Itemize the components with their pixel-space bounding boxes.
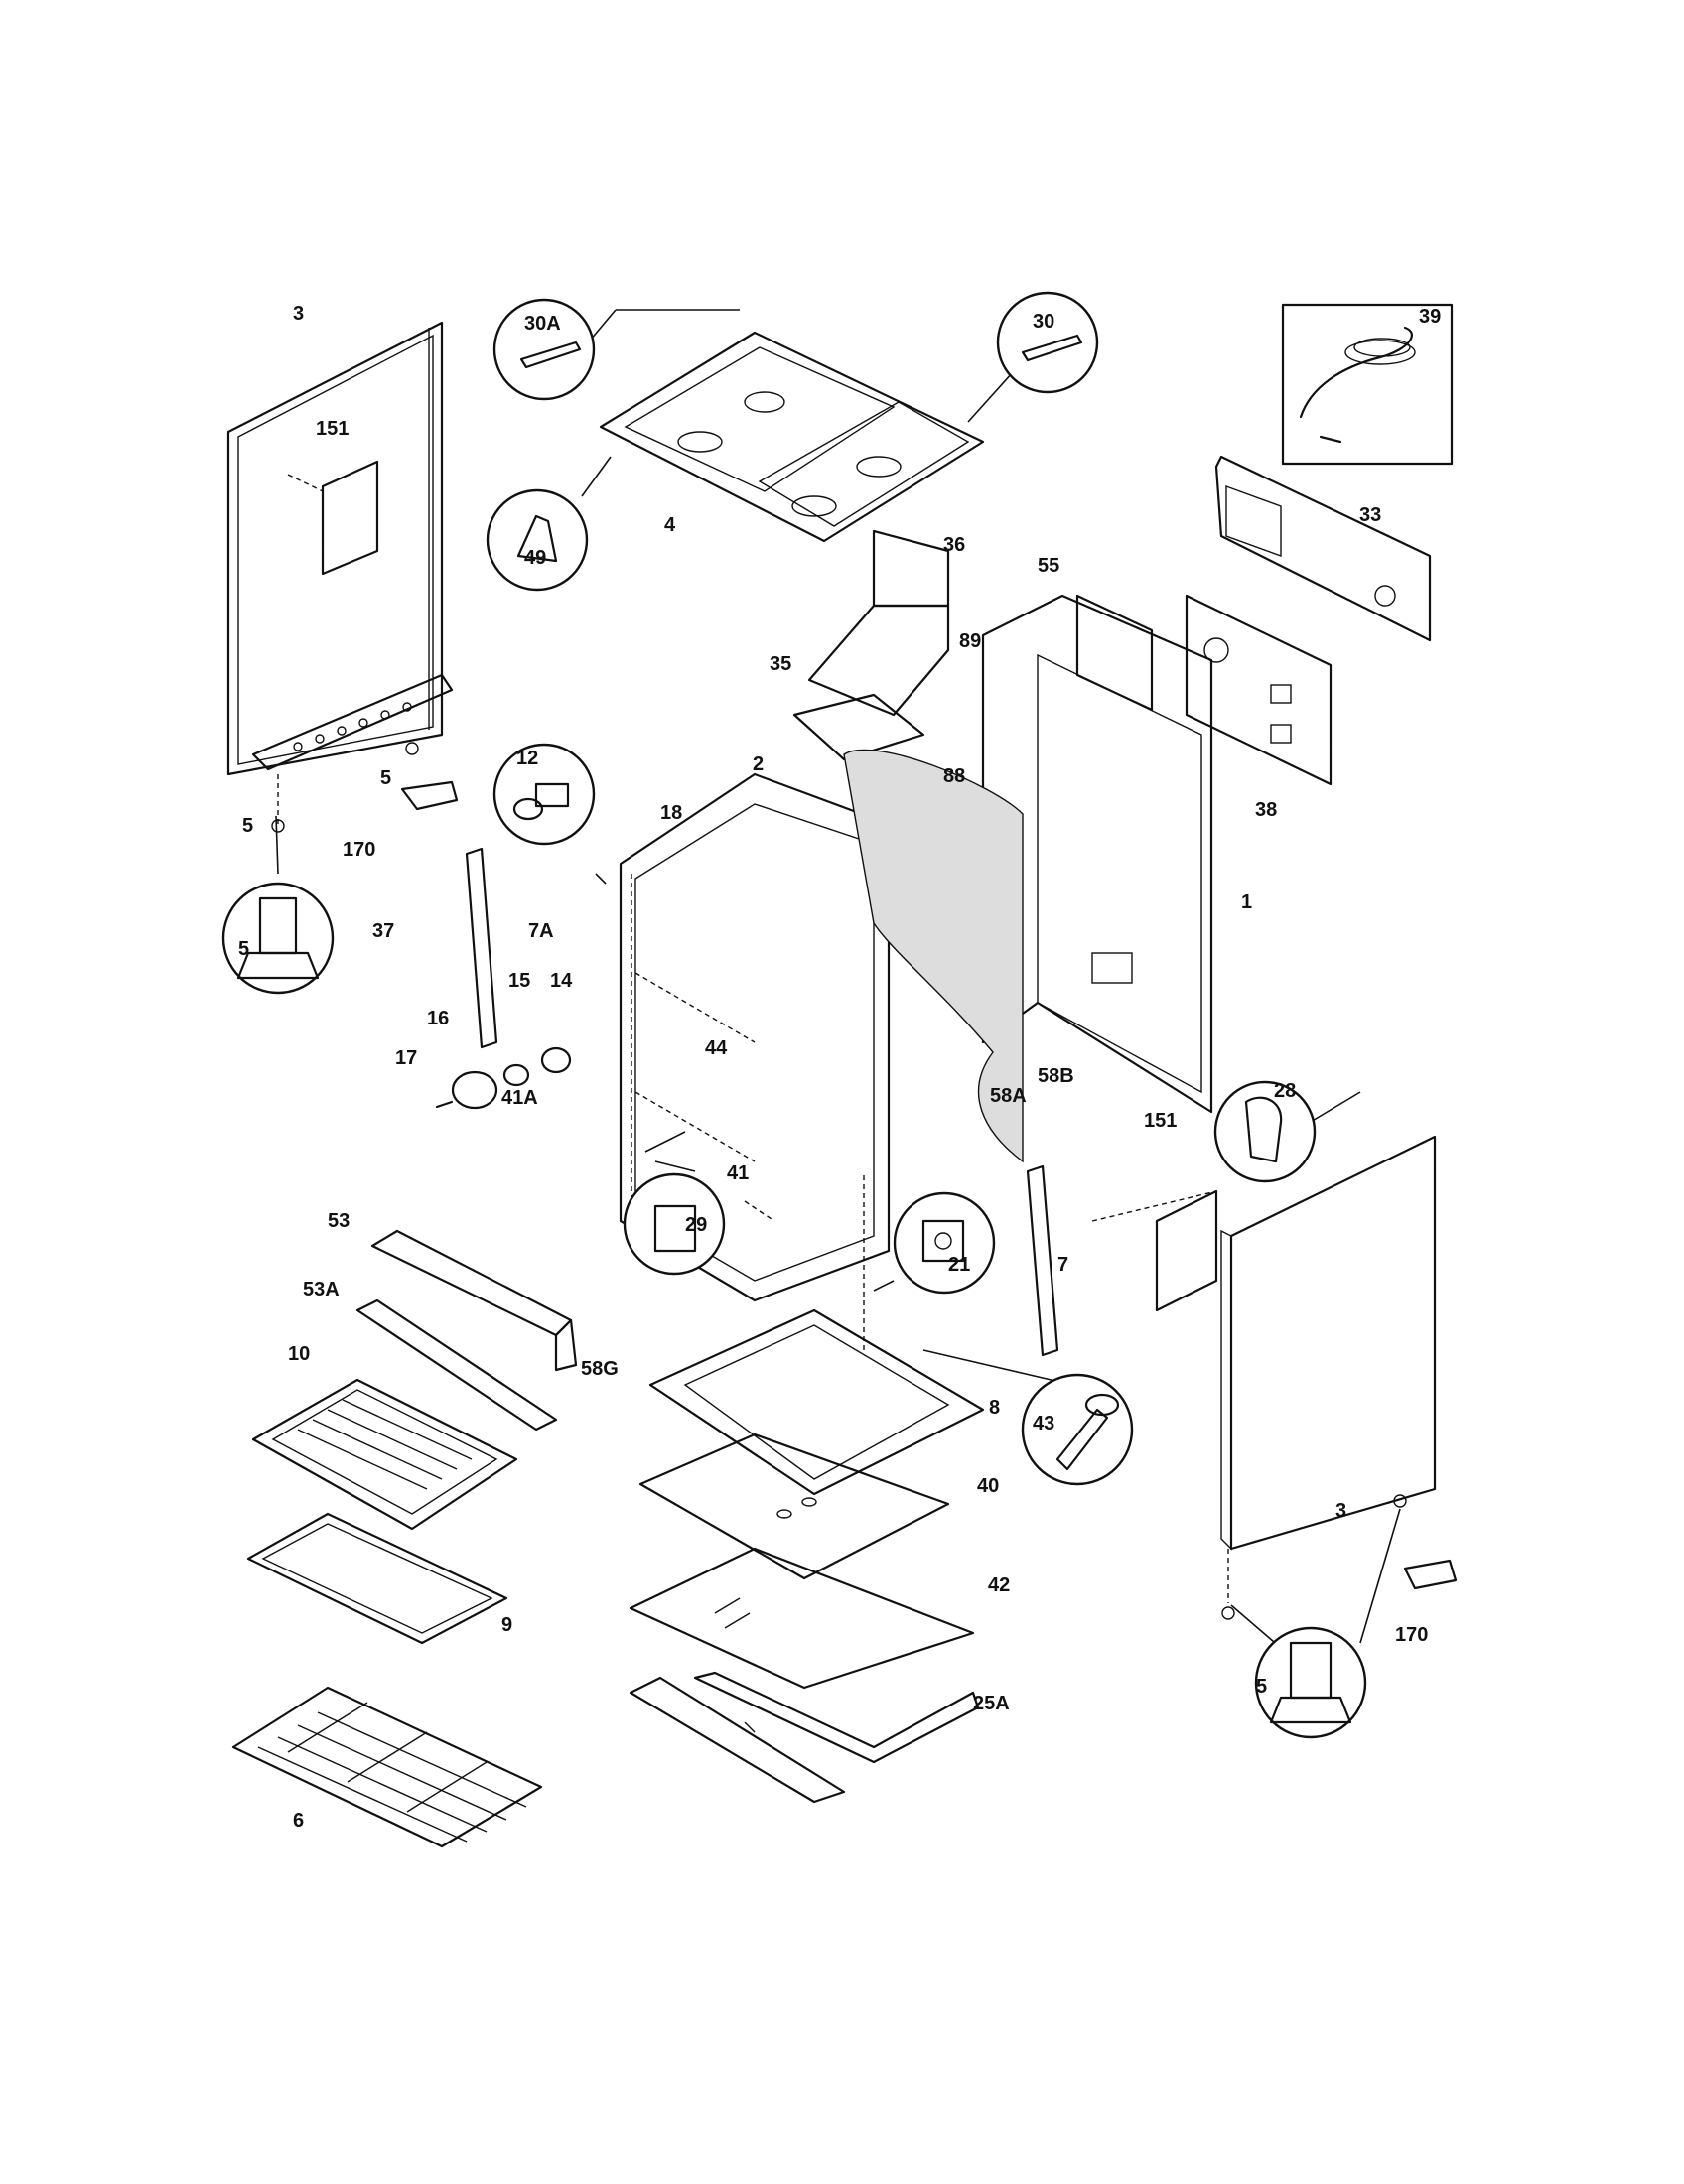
shield-40: [638, 1433, 950, 1580]
left-panel-bracket-151: [287, 460, 379, 576]
drawer-glide-25A: [629, 1671, 980, 1804]
callout-29: [623, 1172, 726, 1276]
insulation-58A-58B: [843, 749, 1024, 1163]
label-41A: 41A: [501, 1087, 538, 1109]
oven-lamp-assembly: [435, 1046, 572, 1110]
rear-panel-1: [981, 594, 1213, 1114]
label-40: 40: [977, 1475, 999, 1497]
label-53A: 53A: [303, 1279, 340, 1300]
label-2: 2: [753, 753, 764, 775]
label-3: 3: [1335, 1500, 1346, 1522]
label-170: 170: [1395, 1624, 1428, 1646]
label-53: 53: [328, 1210, 350, 1232]
label-58A: 58A: [990, 1085, 1027, 1107]
broiler-pan-9: [246, 1512, 508, 1645]
label-58B: 58B: [1038, 1065, 1074, 1087]
label-4: 4: [664, 514, 676, 536]
vent-duct-36: [807, 529, 950, 717]
label-170: 170: [343, 839, 375, 861]
drawer-rail-53: [370, 1229, 578, 1372]
oven-rack-6: [231, 1686, 543, 1848]
hinge-7A: [465, 847, 498, 1049]
callout-30A: [492, 298, 596, 401]
label-151: 151: [1144, 1110, 1177, 1132]
label-14: 14: [550, 970, 573, 992]
drawer-42: [629, 1547, 975, 1690]
label-7A: 7A: [528, 920, 554, 942]
callout-5-bottom: [1254, 1626, 1367, 1739]
label-12: 12: [516, 748, 538, 769]
label-44: 44: [705, 1037, 728, 1059]
callout-21: [893, 1191, 996, 1295]
label-5: 5: [242, 815, 253, 837]
label-39: 39: [1419, 306, 1441, 328]
label-7: 7: [1057, 1254, 1068, 1276]
label-1: 1: [1241, 891, 1252, 913]
callout-28: [1213, 1080, 1317, 1183]
leader-lines: [275, 309, 1401, 1649]
label-29: 29: [685, 1214, 707, 1236]
callout-12: [492, 743, 596, 846]
callout-30: [996, 291, 1099, 394]
label-21: 21: [948, 1254, 970, 1276]
hinge-7: [1026, 1164, 1059, 1357]
label-41: 41: [727, 1162, 749, 1184]
label-6: 6: [293, 1810, 304, 1832]
guide-lines: [277, 774, 1229, 1603]
label-35: 35: [770, 653, 791, 675]
label-5-callout: 5: [1256, 1676, 1267, 1698]
part-labels: 3 151 5 5 170 5 30A 30 49 4 39 33 36 55 …: [238, 303, 1441, 1832]
label-30A: 30A: [524, 313, 561, 335]
label-5-callout: 5: [238, 938, 249, 960]
callout-43: [1021, 1373, 1134, 1486]
label-37: 37: [372, 920, 394, 942]
label-10: 10: [288, 1343, 310, 1365]
callout-49: [486, 488, 589, 592]
label-30: 30: [1033, 311, 1054, 333]
label-18: 18: [660, 802, 682, 824]
leg-bracket-170-right: [1403, 1559, 1458, 1590]
left-side-panel: [226, 321, 454, 776]
right-panel-bracket-151: [1155, 1189, 1218, 1312]
label-16: 16: [427, 1008, 449, 1029]
back-panel-33: [1214, 455, 1432, 642]
cooktop-frame: [599, 331, 985, 543]
label-89: 89: [959, 630, 981, 652]
label-17: 17: [395, 1047, 417, 1069]
power-cord-inset: [1281, 303, 1454, 466]
label-55: 55: [1038, 555, 1059, 577]
label-88: 88: [943, 765, 965, 787]
duct-plate-35: [792, 693, 925, 761]
label-36: 36: [943, 534, 965, 556]
label-25A: 25A: [973, 1693, 1010, 1714]
callout-5-top: [221, 882, 335, 995]
label-33: 33: [1359, 504, 1381, 526]
label-43: 43: [1033, 1413, 1054, 1434]
label-5: 5: [380, 767, 391, 789]
label-15: 15: [508, 970, 530, 992]
drawer-bottom-8: [648, 1308, 985, 1496]
broiler-grid-10: [251, 1378, 518, 1531]
label-58G: 58G: [581, 1358, 619, 1380]
label-38: 38: [1255, 799, 1277, 821]
panel-38: [1185, 594, 1333, 786]
label-151: 151: [316, 418, 349, 440]
leg-bracket-170-left: [400, 780, 459, 811]
label-49: 49: [524, 547, 546, 569]
label-9: 9: [501, 1614, 512, 1636]
right-side-panel: [1220, 1135, 1437, 1551]
label-28: 28: [1274, 1080, 1296, 1102]
leveling-legs: [271, 742, 1407, 1620]
label-8: 8: [989, 1397, 1000, 1419]
drawer-rail-53A: [355, 1298, 558, 1432]
label-42: 42: [988, 1574, 1010, 1596]
label-3: 3: [293, 303, 304, 325]
